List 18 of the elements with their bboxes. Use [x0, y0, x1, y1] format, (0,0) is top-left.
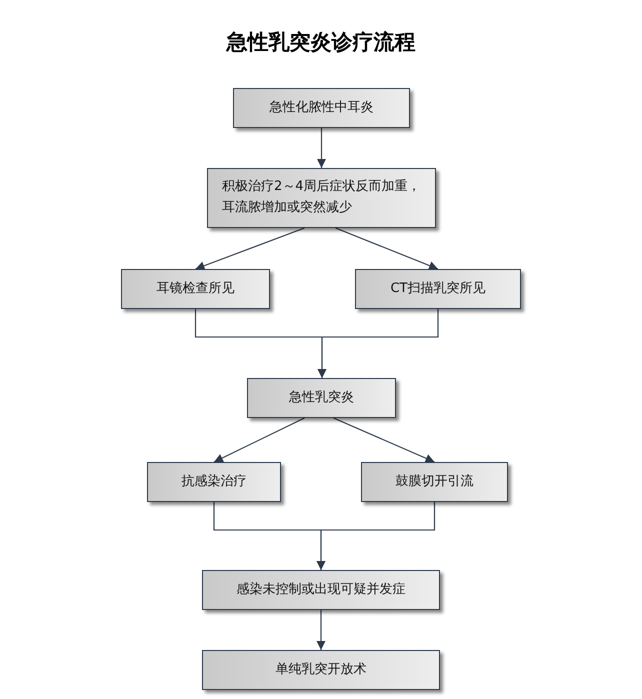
process-box: 急性乳突炎	[247, 378, 396, 418]
process-box: 急性化脓性中耳炎	[233, 88, 410, 128]
arrow	[318, 309, 439, 378]
process-box: 积极治疗2～4周后症状反而加重，耳流脓增加或突然减少	[207, 168, 436, 228]
diagram-title: 急性乳突炎诊疗流程	[224, 29, 416, 56]
arrow	[333, 418, 435, 463]
process-box: 鼓膜切开引流	[361, 462, 508, 502]
arrow	[316, 610, 326, 650]
process-box: 耳镜检查所见	[121, 269, 270, 309]
arrow	[316, 502, 436, 570]
arrow	[214, 418, 305, 462]
process-box: 单纯乳突开放术	[202, 650, 440, 690]
process-box: 抗感染治疗	[147, 462, 281, 502]
arrow	[317, 128, 326, 168]
process-box: CT扫描乳突所见	[355, 269, 521, 309]
process-box: 感染未控制或出现可疑并发症	[202, 570, 440, 610]
arrow	[335, 227, 438, 270]
arrow	[195, 227, 305, 270]
